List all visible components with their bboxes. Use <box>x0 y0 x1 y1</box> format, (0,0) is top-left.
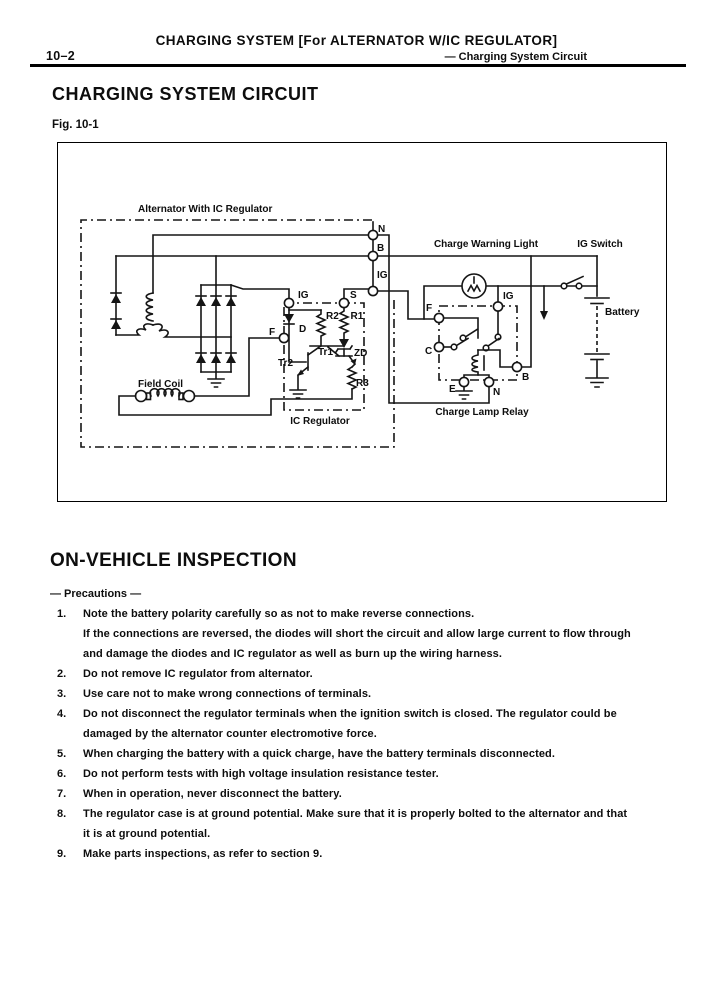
list-item: 9. Make parts inspections, as refer to s… <box>57 844 683 864</box>
ic-regulator-label: IC Regulator <box>290 416 350 427</box>
battery <box>584 255 610 388</box>
section-title-on-vehicle-inspection: ON-VEHICLE INSPECTION <box>50 550 297 571</box>
list-item: 2. Do not remove IC regulator from alter… <box>57 664 683 684</box>
terminal-n-label: N <box>378 224 385 235</box>
list-item: 1. Note the battery polarity carefully s… <box>57 604 683 664</box>
charge-lamp-relay-internals <box>442 285 515 400</box>
item-text: Note the battery polarity carefully so a… <box>83 608 631 660</box>
list-item: 3. Use care not to make wrong connection… <box>57 684 683 704</box>
charge-lamp-relay-box <box>438 305 518 381</box>
item-number: 1. <box>57 608 67 620</box>
transistor-tr2-label: Tr2 <box>278 358 293 369</box>
regulator-s-label: S <box>350 290 357 301</box>
terminal-ig-label: IG <box>377 270 388 281</box>
rectifier-bridge <box>195 255 237 388</box>
item-text: Do not disconnect the regulator terminal… <box>83 708 617 740</box>
resistor-r1-label: R1 <box>351 311 364 322</box>
item-number: 5. <box>57 748 67 760</box>
figure-10-1: Alternator With IC Regulator Charge Warn… <box>57 142 667 502</box>
item-number: 8. <box>57 808 67 820</box>
item-text: Do not remove IC regulator from alternat… <box>83 668 313 680</box>
relay-c-label: C <box>425 346 432 357</box>
item-number: 6. <box>57 768 67 780</box>
ic-regulator-box <box>283 302 365 411</box>
relay-n-label: N <box>493 387 500 398</box>
charge-warning-light <box>461 273 487 299</box>
resistor-r3-label: R3 <box>356 378 369 389</box>
section-title-charging-system-circuit: CHARGING SYSTEM CIRCUIT <box>52 84 319 104</box>
item-number: 4. <box>57 708 67 720</box>
neutral-diodes <box>110 255 122 336</box>
list-item: 8. The regulator case is at ground poten… <box>57 804 683 844</box>
item-number: 2. <box>57 668 67 680</box>
item-text: Use care not to make wrong connections o… <box>83 688 372 700</box>
item-text: Make parts inspections, as refer to sect… <box>83 848 323 860</box>
item-text: When in operation, never disconnect the … <box>83 788 342 800</box>
item-text: When charging the battery with a quick c… <box>83 748 556 760</box>
alternator-boundary <box>80 219 395 448</box>
header-subtitle: — Charging System Circuit <box>444 51 587 63</box>
item-text: The regulator case is at ground potentia… <box>83 808 628 840</box>
field-coil-label: Field Coil <box>138 379 183 390</box>
item-number: 9. <box>57 848 67 860</box>
ic-regulator-internals <box>283 306 358 399</box>
list-item: 6. Do not perform tests with high voltag… <box>57 764 683 784</box>
figure-label: Fig. 10-1 <box>52 119 99 131</box>
zener-zd-label: ZD <box>354 348 367 359</box>
item-number: 3. <box>57 688 67 700</box>
charge-warning-light-label: Charge Warning Light <box>434 239 539 250</box>
transistor-tr1-label: Tr1 <box>318 347 333 358</box>
charge-lamp-relay-label: Charge Lamp Relay <box>435 407 529 418</box>
relay-b-label: B <box>522 372 529 383</box>
battery-label: Battery <box>605 307 640 318</box>
header-rule <box>30 64 686 67</box>
item-number: 7. <box>57 788 67 800</box>
diode-d-label: D <box>299 324 306 335</box>
terminal-bus-wires <box>115 221 598 404</box>
field-coil <box>118 337 353 416</box>
stator-windings <box>115 292 232 338</box>
terminal-b-label: B <box>377 243 384 254</box>
item-text: Do not perform tests with high voltage i… <box>83 768 439 780</box>
list-item: 5. When charging the battery with a quic… <box>57 744 683 764</box>
list-item: 7. When in operation, never disconnect t… <box>57 784 683 804</box>
regulator-ig-label: IG <box>298 290 309 301</box>
regulator-f-label: F <box>269 327 275 338</box>
charging-circuit-diagram: Alternator With IC Regulator Charge Warn… <box>80 204 640 448</box>
regulator-s-tap <box>343 288 372 299</box>
ig-switch-label: IG Switch <box>577 239 623 250</box>
terminal-circles <box>278 229 523 388</box>
page-number: 10–2 <box>46 49 76 63</box>
precautions-heading: — Precautions — <box>50 588 142 600</box>
header-title: CHARGING SYSTEM [For ALTERNATOR W/IC REG… <box>155 33 558 48</box>
resistor-r2-label: R2 <box>326 311 339 322</box>
alternator-label: Alternator With IC Regulator <box>138 204 272 215</box>
relay-f-label: F <box>426 303 432 314</box>
branch-arrow <box>540 285 548 320</box>
list-item: 4. Do not disconnect the regulator termi… <box>57 704 683 744</box>
relay-ig-label: IG <box>503 291 514 302</box>
regulator-ig-tap <box>229 283 290 299</box>
ig-switch <box>560 275 585 290</box>
relay-e-label: E <box>449 384 456 395</box>
precautions-list: 1. Note the battery polarity carefully s… <box>57 604 683 864</box>
